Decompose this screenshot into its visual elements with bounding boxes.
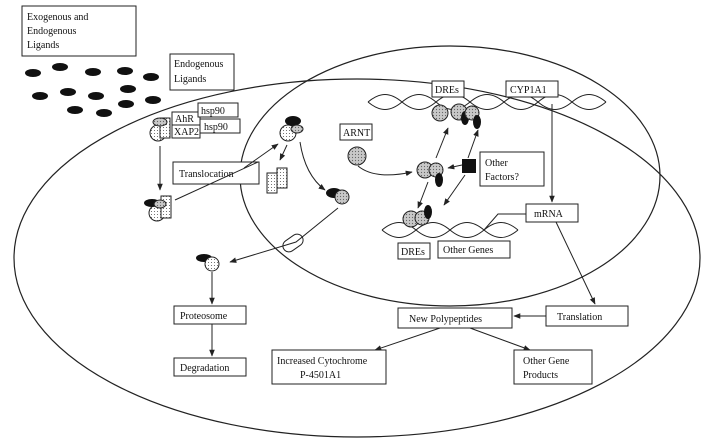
- exogenous-label-line2: Endogenous: [27, 26, 77, 37]
- dimer-on-dre-bottom: [402, 205, 432, 228]
- dna-strand-top: [367, 94, 607, 110]
- translation-label: Translation: [557, 312, 602, 323]
- arrow-factors-up: [467, 129, 479, 159]
- connector-translocation: [174, 161, 259, 201]
- cell-membrane: [13, 78, 701, 438]
- hsp90-box-a: [197, 102, 239, 118]
- degradation-box: [173, 357, 247, 377]
- exogenous-ligands-box: [21, 5, 137, 57]
- endogenous-label-line2: Ligands: [174, 74, 206, 85]
- arrow-factors-down: [443, 174, 466, 206]
- ligand-particles: [25, 63, 161, 117]
- hsp90-box-b: [199, 118, 241, 134]
- ahr-ligand-nucleus: [326, 188, 350, 205]
- increased-cyp-line1: Increased Cytochrome: [277, 356, 368, 367]
- arrow-mrna-translation: [555, 221, 596, 305]
- dimer-on-dre-top: [431, 103, 481, 129]
- other-gene-products-line1: Other Gene: [523, 356, 570, 367]
- arnt-box: [339, 123, 373, 141]
- arrow-to-dimer: [299, 141, 326, 191]
- arnt-label: ARNT: [343, 128, 370, 139]
- other-factors-line2: Factors?: [485, 172, 519, 183]
- degradation-label: Degradation: [180, 363, 229, 374]
- arrow-arnt-dimer: [357, 165, 413, 177]
- translocation-label: Translocation: [179, 169, 234, 180]
- dres-top-label: DREs: [435, 85, 459, 96]
- dres-top-box: [431, 80, 465, 98]
- cyp1a1-box: [505, 80, 559, 98]
- connector-othergenes-mrna: [483, 213, 526, 231]
- dres-bottom-label: DREs: [401, 247, 425, 258]
- arnt-protein: [347, 146, 367, 166]
- ahr-complex-cytoplasm: [149, 117, 171, 142]
- increased-cyp-line2: P-4501A1: [300, 370, 341, 381]
- exogenous-label-line3: Ligands: [27, 40, 59, 51]
- translocation-box: [172, 161, 260, 185]
- other-gene-products-line2: Products: [523, 370, 558, 381]
- hsp90-released: [266, 167, 288, 194]
- other-genes-box: [437, 240, 511, 259]
- other-genes-label: Other Genes: [443, 245, 493, 256]
- arrow-to-nucleus: [243, 143, 279, 169]
- xap2-label: XAP2: [174, 127, 199, 138]
- endogenous-ligands-box: [169, 53, 235, 91]
- other-factors-box: [479, 151, 545, 187]
- cyp1a1-label: CYP1A1: [510, 85, 547, 96]
- dna-strand-bottom: [381, 222, 519, 238]
- arrow-dimer-down: [417, 181, 429, 209]
- arrow-factors-to-dimer: [447, 163, 463, 170]
- arrow-to-other-products: [469, 327, 531, 351]
- hsp90-label-a: hsp90: [201, 106, 225, 117]
- new-polypeptides-label: New Polypeptides: [409, 314, 482, 325]
- increased-cyp-box: [271, 349, 387, 385]
- arrow-to-cytochrome: [374, 327, 441, 351]
- ahr-complex-nucleus-1: [279, 116, 304, 142]
- arrow-dimer-up: [435, 127, 449, 159]
- mrna-box: [525, 203, 579, 223]
- ahr-arnt-dimer: [416, 161, 444, 187]
- dres-bottom-box: [397, 242, 431, 260]
- other-factors-line1: Other: [485, 158, 508, 169]
- arrow-release: [279, 144, 288, 161]
- new-polypeptides-box: [397, 307, 513, 329]
- ahr-exported: [196, 254, 220, 272]
- proteosome-box: [173, 305, 247, 325]
- ahr-label: AhR: [175, 114, 194, 125]
- arrow-export: [229, 207, 339, 263]
- other-factors-square: [462, 159, 476, 173]
- endogenous-label-line1: Endogenous: [174, 59, 224, 70]
- proteosome-label: Proteosome: [180, 311, 228, 322]
- ligand-bound-complex: [144, 195, 172, 222]
- mrna-label: mRNA: [534, 209, 564, 220]
- hsp90-label-b: hsp90: [204, 122, 228, 133]
- exogenous-label-line1: Exogenous and: [27, 12, 88, 23]
- other-gene-products-box: [513, 349, 593, 385]
